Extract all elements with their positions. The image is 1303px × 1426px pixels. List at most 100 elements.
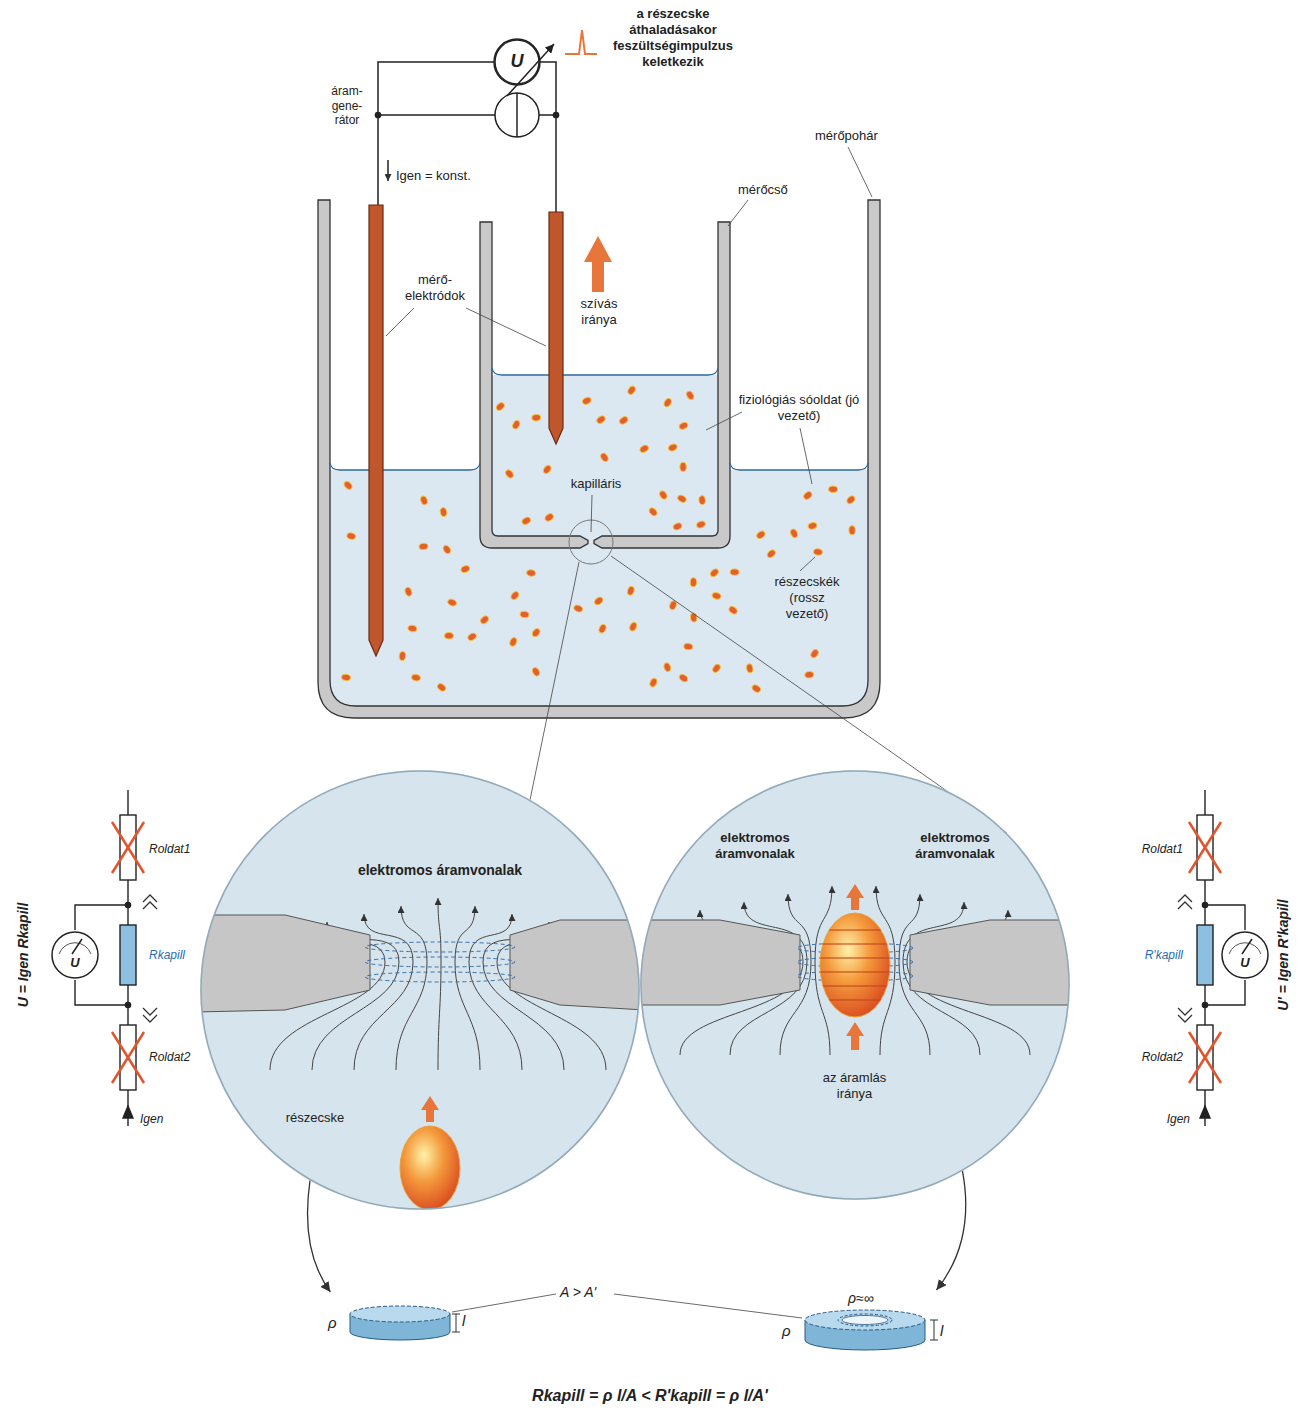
particle bbox=[813, 548, 823, 556]
meter-letter: U bbox=[50, 955, 100, 971]
magnified-capillary bbox=[195, 770, 645, 1210]
particle bbox=[511, 419, 521, 430]
capillary-glass bbox=[195, 915, 370, 1012]
particle bbox=[411, 674, 421, 682]
text-holder: Roldat2 bbox=[149, 1050, 190, 1065]
magnified-view-shape bbox=[200, 770, 640, 1210]
meniscus-line bbox=[330, 368, 868, 470]
formula-text: U = Igen Rkapill bbox=[15, 903, 32, 1008]
current-arrow bbox=[123, 1106, 133, 1118]
particle bbox=[663, 397, 673, 408]
disk-hole bbox=[842, 1316, 888, 1325]
magnified-capillary bbox=[635, 884, 1075, 1055]
particle bbox=[460, 564, 471, 573]
cross-mark bbox=[1189, 1032, 1221, 1083]
resistor-label: Rkapill bbox=[149, 948, 185, 963]
signal-label: Igen = konst. bbox=[396, 168, 471, 184]
text-holder: mérőcső bbox=[738, 182, 788, 198]
particle bbox=[495, 401, 506, 412]
view-label: részecske bbox=[270, 1110, 360, 1126]
part-label: áram- gene- rátor bbox=[320, 84, 374, 128]
particle bbox=[404, 586, 413, 597]
text-holder: l bbox=[462, 1312, 465, 1330]
current-arrow bbox=[387, 160, 389, 181]
voltmeter-symbol: U bbox=[1220, 930, 1270, 980]
voltmeter-symbol: U bbox=[50, 930, 100, 980]
particle bbox=[626, 385, 636, 396]
part-label: mérőcső bbox=[738, 182, 788, 198]
voltmeter-symbol: U bbox=[494, 39, 540, 85]
equivalent-circuit bbox=[127, 790, 128, 815]
conductor-disk: ρ≈∞ρl bbox=[770, 1290, 955, 1365]
chevron-mark bbox=[1178, 895, 1192, 902]
field-ring bbox=[365, 972, 515, 982]
flow-arrow bbox=[846, 1022, 864, 1050]
text-holder: elektromos áramvonalak bbox=[300, 862, 580, 879]
particle bbox=[628, 621, 638, 632]
text-holder: ρ bbox=[782, 1322, 791, 1340]
particle bbox=[807, 522, 817, 531]
formula-text: Rkapill = ρ l/A < R'kapill = ρ l/A' bbox=[440, 1386, 860, 1406]
magnified-view: elektromos áramvonalak részecske bbox=[200, 770, 640, 1210]
particle bbox=[407, 625, 417, 633]
electrode bbox=[369, 205, 383, 656]
current-line bbox=[396, 906, 427, 1070]
meter-letter: U bbox=[494, 51, 540, 73]
beaker-wall bbox=[318, 200, 880, 718]
text-holder: az áramlás iránya bbox=[812, 1070, 897, 1102]
particle bbox=[678, 421, 689, 431]
junction-dot bbox=[1202, 1002, 1207, 1007]
cross-mark bbox=[112, 822, 1221, 1083]
particle-stripe bbox=[815, 929, 895, 931]
current-generator bbox=[495, 93, 539, 137]
view-label: elektromos áramvonalak bbox=[300, 862, 580, 879]
cross-mark bbox=[1189, 822, 1221, 873]
leader-line bbox=[591, 495, 592, 532]
text-holder: Igen bbox=[140, 1112, 163, 1127]
particle bbox=[419, 543, 429, 550]
particle bbox=[444, 632, 453, 639]
particle bbox=[521, 516, 532, 526]
text-holder: Roldat1 bbox=[1142, 842, 1183, 857]
text-holder: Roldat1 bbox=[149, 842, 190, 857]
particle bbox=[678, 673, 689, 683]
text-holder: Igen bbox=[1167, 1112, 1190, 1127]
view-outline bbox=[201, 771, 639, 1209]
measuring-circuit bbox=[375, 39, 558, 212]
chevron-mark bbox=[143, 895, 1192, 1022]
text-holder: Roldat2 bbox=[1142, 1050, 1183, 1065]
text-holder: U' = Igen R'kapill bbox=[1275, 899, 1292, 1010]
particle bbox=[658, 489, 668, 500]
particle bbox=[672, 522, 683, 531]
current-line bbox=[438, 898, 441, 1070]
leader-line bbox=[530, 562, 579, 800]
view-label: elektromos áramvonalak bbox=[900, 830, 1010, 862]
text-holder: fiziológiás sóoldat (jó vezető) bbox=[738, 392, 860, 424]
capillary-glass bbox=[510, 920, 645, 1010]
chevron-mark bbox=[143, 902, 157, 909]
meniscus-line bbox=[492, 368, 718, 375]
text-holder: Rkapill = ρ l/A < R'kapill = ρ l/A' bbox=[440, 1386, 860, 1406]
view-label: az áramlás iránya bbox=[812, 1070, 897, 1102]
chevron-mark bbox=[143, 895, 157, 902]
resistor-label: Roldat1 bbox=[1142, 842, 1183, 857]
leader-line bbox=[452, 1294, 556, 1312]
particle-stripe bbox=[815, 943, 895, 945]
magnified-capillary bbox=[195, 898, 645, 1210]
particle bbox=[698, 495, 705, 505]
capillary-glass bbox=[910, 920, 1075, 1005]
disk-hole bbox=[838, 1314, 892, 1326]
resistor-label: Roldat2 bbox=[1142, 1050, 1183, 1065]
equivalent-circuit bbox=[1205, 980, 1245, 1005]
equivalent-circuit bbox=[1205, 905, 1245, 930]
cross-mark bbox=[112, 822, 144, 873]
particle bbox=[479, 614, 490, 625]
text-holder: elektromos áramvonalak bbox=[900, 830, 1010, 862]
particle bbox=[626, 586, 635, 597]
particle bbox=[520, 611, 530, 619]
particle bbox=[399, 651, 407, 661]
particle bbox=[802, 490, 813, 500]
text-holder: A > A' bbox=[560, 1284, 596, 1301]
